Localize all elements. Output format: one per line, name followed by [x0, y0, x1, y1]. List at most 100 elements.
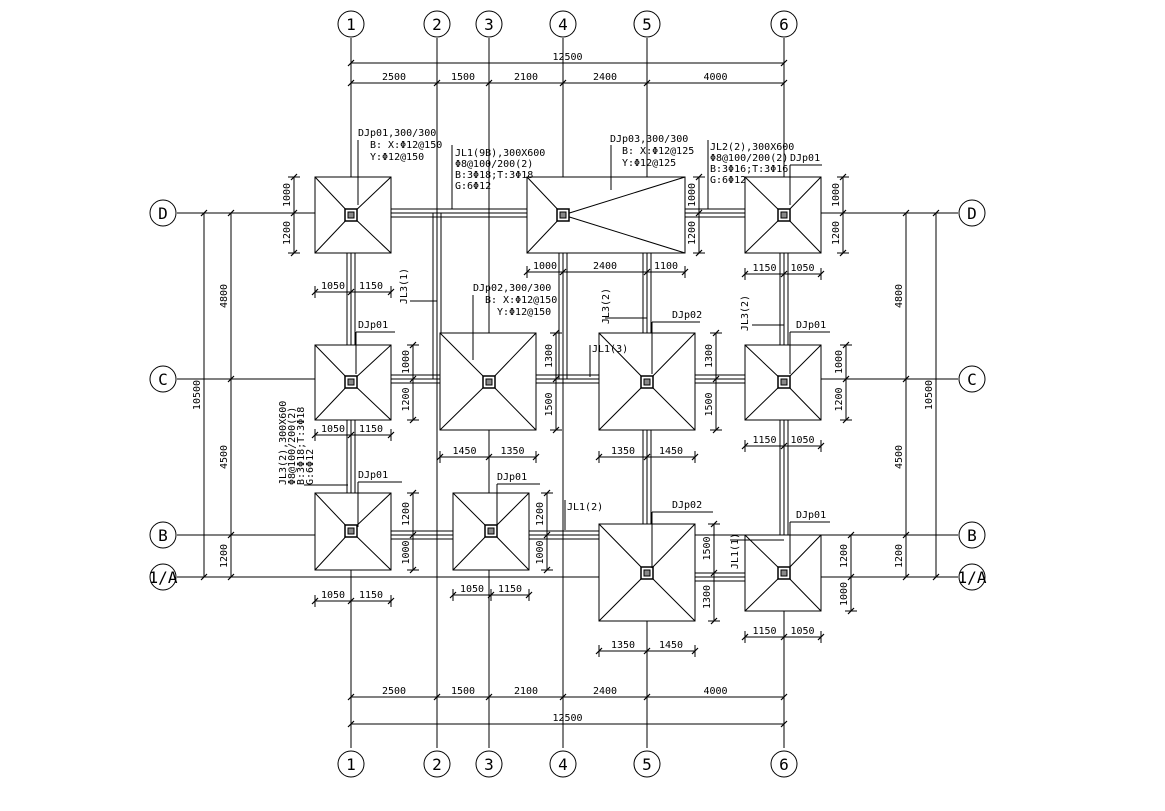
footing-dim-text: 1200 [839, 544, 850, 568]
axis-bubble-left-C [149, 365, 177, 393]
djp01-spec-line: Y:Φ12@150 [370, 152, 424, 163]
dim-tick [780, 79, 788, 87]
dim-total-text: 12500 [552, 52, 582, 63]
djp02-spec-line: B: X:Φ12@150 [485, 295, 557, 306]
dim-tick [780, 720, 788, 728]
axis-bubble-top-6 [770, 10, 798, 38]
footing-C3-column-core [485, 378, 493, 386]
footing-C5-slope [646, 332, 696, 383]
label-jl1-1: JL1(1) [730, 533, 741, 569]
footing-B3-column-core [487, 527, 495, 535]
footing-dim-text: 1100 [654, 261, 678, 272]
axis-bubble-left-1-A [149, 563, 177, 591]
footing-D4-slope [562, 214, 686, 254]
axis-bubble-right-1-A-label: 1/A [958, 568, 987, 587]
dim-tick [347, 720, 355, 728]
dim-text: 1500 [451, 72, 475, 83]
djp01-spec-line: B: X:Φ12@150 [370, 140, 442, 151]
footing-dim-text: 1200 [834, 387, 845, 411]
jl3-spec-line: JL3(2),300X600 [278, 401, 289, 485]
axis-bubble-left-D [149, 199, 177, 227]
footing-dim-text: 1000 [401, 540, 412, 564]
dim-tick [227, 375, 235, 383]
footing-dim-text: 1000 [535, 540, 546, 564]
dim-text: 2500 [382, 686, 406, 697]
dim-tick [932, 209, 940, 217]
footing-B5-slope [646, 572, 696, 622]
djp01-spec-line: DJp01,300/300 [358, 128, 436, 139]
footing-D4 [526, 176, 686, 254]
jl1-spec-line: JL1(9B),300X600 [455, 148, 545, 159]
jl3-spec-line: G:6Φ12 [305, 449, 316, 485]
footing-D6-column-core [780, 211, 788, 219]
axis-bubble-bottom-6 [770, 750, 798, 778]
label-jl3-2: JL3(2) [601, 288, 612, 324]
label-djp02: DJp02 [672, 310, 702, 321]
footing-C3-slope [439, 381, 490, 431]
dim-tick [780, 693, 788, 701]
dim-tick [902, 209, 910, 217]
footing-dim-text: 1150 [752, 626, 776, 637]
axis-bubble-right-C [958, 365, 986, 393]
footing-dim-text: 1050 [321, 590, 345, 601]
footing-C5-column-core [643, 378, 651, 386]
dim-tick [932, 573, 940, 581]
dim-tick [200, 573, 208, 581]
jl2-spec-line: Φ8@100/200(2) [710, 153, 788, 164]
footing-dim-text: 1450 [659, 640, 683, 651]
dim-tick [347, 59, 355, 67]
jl3-spec-line: Φ8@100/200(2) [287, 407, 298, 485]
dim-tick [433, 79, 441, 87]
footing-dim-text: 1150 [498, 584, 522, 595]
footing-dim-text: 1000 [687, 183, 698, 207]
axis-bubble-right-C-label: C [967, 370, 977, 389]
footing-dim-text: 1500 [704, 392, 715, 416]
axis-bubble-bottom-4-label: 4 [558, 755, 568, 774]
jl1-spec-line: G:6Φ12 [455, 181, 491, 192]
footing-dim-text: 1150 [752, 263, 776, 274]
footing-dim-text: 1500 [702, 536, 713, 560]
dim-tick [485, 79, 493, 87]
footing-dim-text: 1450 [452, 446, 476, 457]
label-djp01: DJp01 [358, 470, 388, 481]
dim-tick [902, 375, 910, 383]
axis-bubble-bottom-1-label: 1 [346, 755, 356, 774]
footing-C6-column-core [780, 378, 788, 386]
footing-dim-text: 1050 [790, 435, 814, 446]
label-djp01: DJp01 [796, 510, 826, 521]
dim-text: 1500 [451, 686, 475, 697]
axis-bubble-bottom-2-label: 2 [432, 755, 442, 774]
axis-bubble-top-4 [549, 10, 577, 38]
jl1-spec-line: B:3Φ18;T:3Φ18 [455, 170, 533, 181]
footing-dim-text: 1450 [659, 446, 683, 457]
dim-tick [643, 693, 651, 701]
dim-tick [433, 693, 441, 701]
footing-dim-text: 1000 [401, 350, 412, 374]
footing-C5-slope [646, 381, 696, 431]
drawing-lines [149, 10, 986, 778]
axis-bubble-top-2-label: 2 [432, 15, 442, 34]
footing-B6-column-core [780, 569, 788, 577]
dim-text: 4000 [703, 72, 727, 83]
dim-tick [227, 573, 235, 581]
dim-total-text: 10500 [192, 380, 203, 410]
axis-bubble-left-C-label: C [158, 370, 168, 389]
jl2-spec-line: B:3Φ16;T:3Φ16 [710, 164, 788, 175]
footing-dim-text: 1050 [460, 584, 484, 595]
label-jl3-1: JL3(1) [399, 268, 410, 304]
label-djp01: DJp01 [358, 320, 388, 331]
axis-bubble-bottom-3-label: 3 [484, 755, 494, 774]
footing-dim-text: 1500 [544, 392, 555, 416]
axis-bubble-top-3 [475, 10, 503, 38]
footing-dim-text: 1150 [359, 281, 383, 292]
dim-text: 2500 [382, 72, 406, 83]
label-djp01: DJp01 [790, 153, 820, 164]
axis-bubble-left-B-label: B [158, 526, 168, 545]
djp03-spec-line: DJp03,300/300 [610, 134, 688, 145]
footing-dim-text: 1200 [282, 221, 293, 245]
footing-dim-text: 1000 [831, 183, 842, 207]
djp03-spec-line: B: X:Φ12@125 [622, 146, 694, 157]
label-djp01: DJp01 [497, 472, 527, 483]
jl1-spec-line: Φ8@100/200(2) [455, 159, 533, 170]
